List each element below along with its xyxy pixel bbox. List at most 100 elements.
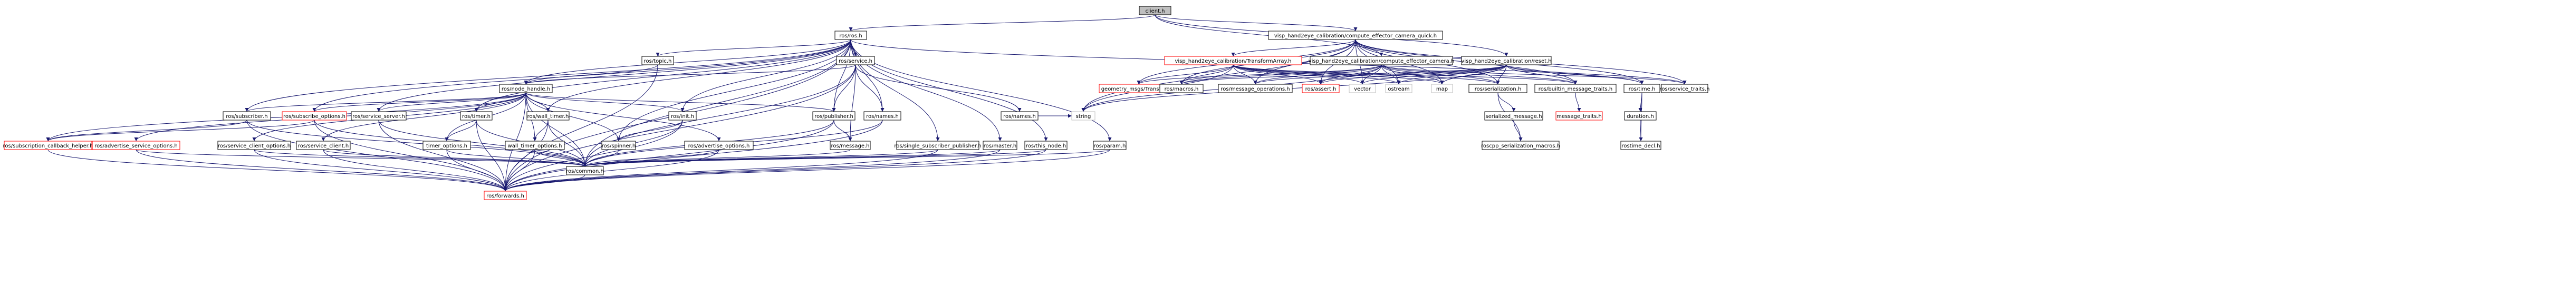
node-rforwards[interactable]: ros/forwards.h bbox=[484, 191, 527, 200]
node-smsg-label: serialized_message.h bbox=[1485, 114, 1542, 120]
node-ros[interactable]: ros/ros.h bbox=[834, 31, 867, 40]
node-string[interactable]: string bbox=[1071, 111, 1095, 121]
node-rssp[interactable]: ros/single_subscriber_publisher.h bbox=[894, 141, 982, 150]
node-vector-label: vector bbox=[1354, 86, 1371, 92]
node-rmaster[interactable]: ros/master.h bbox=[983, 141, 1017, 150]
node-rnames[interactable]: ros/names.h bbox=[863, 111, 901, 121]
node-vqc[interactable]: visp_hand2eye_calibration/compute_effect… bbox=[1268, 31, 1443, 40]
edge-ros-to-nh bbox=[524, 39, 851, 85]
node-rsch-label: ros/subscription_callback_helper.h bbox=[3, 143, 93, 149]
edge-vreset-to-rassert bbox=[1319, 64, 1507, 85]
node-rpub-label: ros/publisher.h bbox=[814, 114, 853, 120]
node-timeropt[interactable]: timer_options.h bbox=[422, 141, 471, 150]
node-rsc[interactable]: ros/service_client.h bbox=[296, 141, 351, 150]
edge-nh-to-rsub bbox=[245, 92, 526, 112]
edge-ta-to-rser bbox=[1233, 64, 1500, 85]
node-geo-label: geometry_msgs/Transform.h bbox=[1101, 86, 1177, 92]
node-rsubopt-box bbox=[282, 111, 347, 121]
edge-nh-to-rpub bbox=[525, 92, 836, 112]
edge-rsc-to-rcommon bbox=[323, 149, 587, 167]
edge-vqc-to-ta bbox=[1231, 39, 1356, 57]
node-vreset[interactable]: visp_hand2eye_calibration/reset.h bbox=[1461, 56, 1552, 65]
node-rtime[interactable]: ros/time.h bbox=[1623, 84, 1660, 93]
node-ostream[interactable]: ostream bbox=[1385, 84, 1412, 93]
node-msgtraits-label: message_traits.h bbox=[1556, 114, 1602, 120]
node-rservice-label: ros/service.h bbox=[839, 58, 872, 64]
edge-radvopt-to-rcommon bbox=[583, 149, 719, 167]
node-vce[interactable]: visp_hand2eye_calibration/compute_effect… bbox=[1309, 56, 1455, 65]
node-rwt[interactable]: ros/wall_timer.h bbox=[526, 111, 570, 121]
edge-rservice-to-nh bbox=[524, 64, 856, 85]
node-rparam-label: ros/param.h bbox=[1094, 143, 1126, 149]
node-ros-label: ros/ros.h bbox=[839, 33, 862, 39]
edge-nh-to-rss bbox=[377, 92, 526, 112]
edge-vreset-to-map bbox=[1440, 64, 1507, 85]
node-map[interactable]: map bbox=[1431, 84, 1453, 93]
node-msgtraits[interactable]: message_traits.h bbox=[1555, 111, 1603, 121]
node-rnames2[interactable]: ros/names.h bbox=[1001, 111, 1039, 121]
node-rmaster-label: ros/master.h bbox=[984, 143, 1016, 149]
node-rcsm[interactable]: roscpp_serialization_macros.h bbox=[1481, 141, 1560, 150]
edge-radvopt-to-rforwards bbox=[503, 149, 719, 192]
node-rnames2-box bbox=[1001, 111, 1039, 121]
edge-rservice-to-rnames2 bbox=[855, 64, 1022, 112]
node-rsch[interactable]: ros/subscription_callback_helper.h bbox=[3, 141, 93, 150]
node-rnames-label: ros/names.h bbox=[866, 114, 899, 120]
node-rss[interactable]: ros/service_server.h bbox=[351, 111, 407, 121]
node-radvopt[interactable]: ros/advertise_options.h bbox=[684, 141, 754, 150]
node-rparam[interactable]: ros/param.h bbox=[1093, 141, 1127, 150]
node-rcommon[interactable]: ros/common.h bbox=[566, 166, 604, 175]
edge-vce-to-geo bbox=[1137, 64, 1382, 85]
node-msgtraits-box bbox=[1555, 111, 1603, 121]
edge-nh-to-rspinner bbox=[525, 92, 621, 142]
node-duration[interactable]: duration.h bbox=[1624, 111, 1657, 121]
node-rsch-box bbox=[4, 141, 92, 150]
node-raso[interactable]: ros/advertise_service_options.h bbox=[92, 141, 180, 150]
node-rsco-box bbox=[217, 141, 291, 150]
node-vqc-box bbox=[1268, 31, 1443, 40]
node-rmacros[interactable]: ros/macros.h bbox=[1159, 84, 1204, 93]
node-bmt[interactable]: ros/builtin_message_traits.h bbox=[1534, 84, 1617, 93]
node-vector[interactable]: vector bbox=[1349, 84, 1376, 93]
edge-rsch-to-rforwards bbox=[47, 149, 507, 192]
edge-vreset-to-string bbox=[1081, 64, 1507, 112]
node-rthis[interactable]: ros/this_node.h bbox=[1024, 141, 1068, 150]
edge-rparam-to-rcommon bbox=[583, 149, 1110, 167]
node-rassert[interactable]: ros/assert.h bbox=[1302, 84, 1340, 93]
node-msgops-box bbox=[1218, 84, 1293, 93]
edge-ta-to-bmt bbox=[1233, 64, 1578, 85]
edge-ropic-to-nh bbox=[524, 64, 658, 85]
edge-wtopt-to-rcommon bbox=[534, 149, 587, 167]
node-rsub-box bbox=[223, 111, 271, 121]
edge-raso-to-rcommon bbox=[136, 149, 587, 167]
node-rtimer[interactable]: ros/timer.h bbox=[460, 111, 493, 121]
node-rser[interactable]: ros/serialization.h bbox=[1468, 84, 1527, 93]
edge-rsub-to-rforwards bbox=[246, 120, 507, 192]
node-rsubopt[interactable]: ros/subscribe_options.h bbox=[282, 111, 347, 121]
node-rservice[interactable]: ros/service.h bbox=[836, 56, 875, 65]
edge-rsc-to-rforwards bbox=[323, 149, 507, 192]
node-rpub[interactable]: ros/publisher.h bbox=[812, 111, 856, 121]
node-wtopt[interactable]: wall_timer_options.h bbox=[505, 141, 565, 150]
node-rst[interactable]: ros/service_traits.h bbox=[1660, 84, 1710, 93]
node-rsco[interactable]: ros/service_client_options.h bbox=[217, 141, 291, 150]
node-ta[interactable]: visp_hand2eye_calibration/TransformArray… bbox=[1164, 56, 1302, 65]
node-rsub[interactable]: ros/subscriber.h bbox=[223, 111, 271, 121]
node-rst-box bbox=[1661, 84, 1708, 93]
edge-nh-to-rinit bbox=[525, 92, 685, 112]
node-rforwards-box bbox=[484, 191, 527, 200]
node-ropic[interactable]: ros/topic.h bbox=[641, 56, 674, 65]
node-rtd[interactable]: rostime_decl.h bbox=[1620, 141, 1661, 150]
node-string-label: string bbox=[1076, 114, 1091, 120]
node-rspinner[interactable]: ros/spinner.h bbox=[601, 141, 636, 150]
edge-vce-to-bmt bbox=[1381, 64, 1578, 85]
node-nh[interactable]: ros/node_handle.h bbox=[499, 84, 553, 93]
node-rmessage[interactable]: ros/message.h bbox=[830, 141, 871, 150]
edge-rwt-to-wtopt bbox=[533, 120, 549, 142]
node-msgops[interactable]: ros/message_operations.h bbox=[1218, 84, 1293, 93]
node-rthis-box bbox=[1024, 141, 1068, 150]
node-smsg[interactable]: serialized_message.h bbox=[1484, 111, 1543, 121]
node-rinit[interactable]: ros/init.h bbox=[668, 111, 697, 121]
node-rthis-label: ros/this_node.h bbox=[1026, 143, 1066, 149]
edge-rser-to-smsg bbox=[1497, 92, 1516, 112]
